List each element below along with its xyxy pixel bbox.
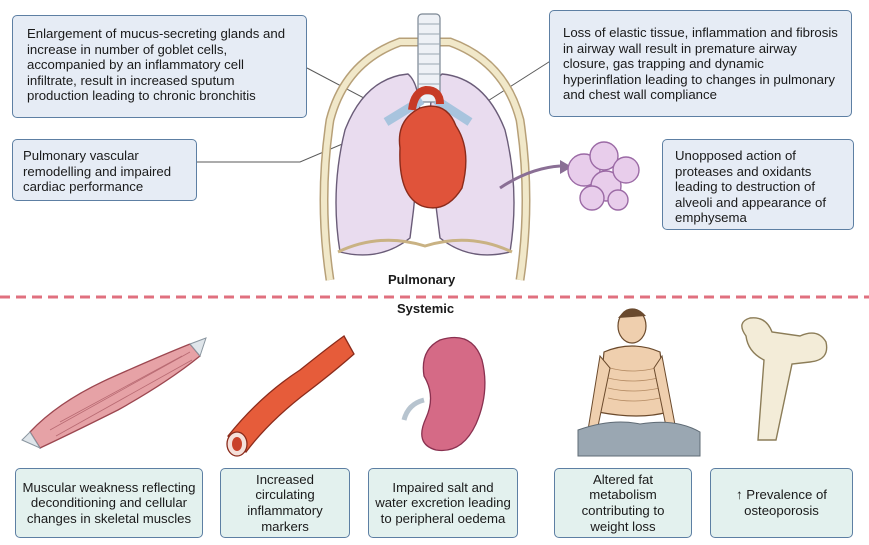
elastic-connector — [482, 59, 553, 105]
protease-info-box: Unopposed action of proteases and oxidan… — [662, 139, 854, 230]
alveoli-arrowhead — [560, 160, 572, 174]
alveoli-cluster-icon — [567, 141, 640, 211]
glands-info-box: Enlargement of mucus-secreting glands an… — [12, 15, 307, 118]
protease-text: Unopposed action of proteases and oxidan… — [675, 148, 827, 226]
aorta — [408, 85, 444, 111]
elastic-tissue-info-box: Loss of elastic tissue, inflammation and… — [549, 10, 852, 117]
elastic-text: Loss of elastic tissue, inflammation and… — [563, 25, 838, 103]
fat-info-box: Altered fat metabolism contributing to w… — [554, 468, 692, 538]
fat-text: Altered fat metabolism contributing to w… — [581, 471, 665, 534]
thin-man-icon — [577, 308, 701, 457]
bone-text: ↑ Prevalence of osteoporosis — [736, 487, 827, 518]
kidney-text: Impaired salt and water excretion leadin… — [375, 479, 511, 526]
glands-text: Enlargement of mucus-secreting glands an… — [27, 26, 286, 104]
systemic-label: Systemic — [397, 301, 455, 316]
chest-illustration — [319, 13, 531, 281]
diaphragm — [337, 238, 513, 254]
kidney-icon — [401, 336, 486, 452]
vascular-text: Pulmonary vascular remodelling and impai… — [23, 148, 172, 195]
heart — [398, 105, 467, 209]
inflammatory-info-box: Increased circulating inflammatory marke… — [220, 468, 350, 538]
pulmonary-label: Pulmonary — [388, 272, 456, 287]
bone-info-box: ↑ Prevalence of osteoporosis — [710, 468, 853, 538]
trachea — [417, 13, 441, 103]
vascular-info-box: Pulmonary vascular remodelling and impai… — [12, 139, 197, 201]
muscle-text: Muscular weakness reflecting decondition… — [22, 479, 196, 526]
inflammatory-text: Increased circulating inflammatory marke… — [247, 471, 323, 534]
muscle-icon — [21, 337, 207, 450]
alveoli-arrow — [499, 164, 561, 190]
kidney-info-box: Impaired salt and water excretion leadin… — [368, 468, 518, 538]
muscle-info-box: Muscular weakness reflecting decondition… — [15, 468, 203, 538]
femur-bone-icon — [741, 317, 828, 441]
blood-vessel-icon — [226, 335, 355, 457]
